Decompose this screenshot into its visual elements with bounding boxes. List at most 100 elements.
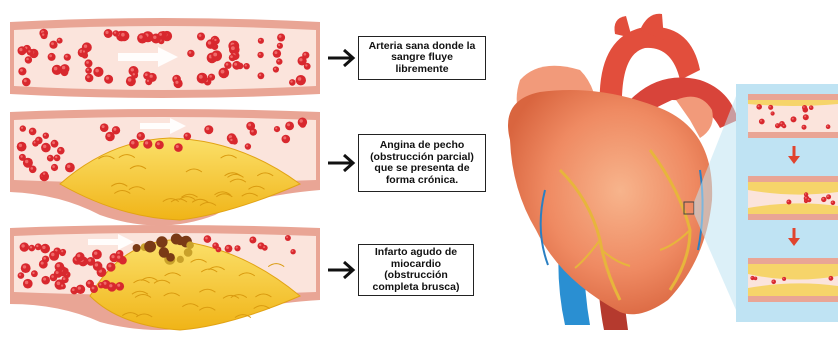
cell-highlight xyxy=(102,125,105,128)
cell-highlight xyxy=(803,106,805,108)
red-blood-cell xyxy=(768,105,773,110)
cell-highlight xyxy=(114,31,116,33)
cell-highlight xyxy=(37,138,40,141)
red-blood-cell xyxy=(197,33,205,41)
cell-highlight xyxy=(95,263,98,266)
red-blood-cell xyxy=(786,200,791,205)
cell-highlight xyxy=(214,39,216,41)
cell-highlight xyxy=(28,50,30,52)
cell-highlight xyxy=(44,134,46,136)
cell-highlight xyxy=(274,68,276,70)
cell-highlight xyxy=(54,67,58,71)
red-blood-cell xyxy=(104,75,113,84)
cell-highlight xyxy=(48,156,50,158)
red-blood-cell xyxy=(60,283,66,289)
cell-highlight xyxy=(286,236,288,238)
cell-highlight xyxy=(804,115,806,117)
red-blood-cell xyxy=(276,58,282,64)
red-blood-cell xyxy=(48,53,56,61)
red-blood-cell xyxy=(229,137,236,144)
red-blood-cell xyxy=(85,59,93,67)
red-blood-cell xyxy=(274,126,280,132)
red-blood-cell xyxy=(232,61,241,70)
cell-highlight xyxy=(131,68,134,71)
red-blood-cell xyxy=(41,32,48,39)
cell-highlight xyxy=(42,246,45,249)
cell-highlight xyxy=(783,125,785,127)
cell-highlight xyxy=(86,61,89,64)
cell-highlight xyxy=(43,278,46,281)
red-blood-cell xyxy=(174,79,183,88)
cell-highlight xyxy=(755,277,756,278)
artery-angina xyxy=(10,109,320,226)
red-blood-cell xyxy=(782,277,786,281)
cell-highlight xyxy=(274,51,277,54)
cell-highlight xyxy=(832,201,834,203)
zoom-vessel-blocked xyxy=(748,258,838,302)
red-blood-cell xyxy=(831,201,836,206)
cell-highlight xyxy=(205,237,208,240)
cell-highlight xyxy=(25,281,28,284)
red-blood-cell xyxy=(49,41,57,49)
cell-highlight xyxy=(105,31,108,34)
red-blood-cell xyxy=(35,137,43,145)
cell-highlight xyxy=(51,42,54,45)
red-blood-cell xyxy=(211,50,222,61)
cell-highlight xyxy=(176,145,179,148)
cell-highlight xyxy=(30,129,33,132)
zoom-panel xyxy=(736,84,838,322)
label-healthy-text: Arteria sana donde la sangre fluye libre… xyxy=(369,41,476,76)
red-blood-cell xyxy=(137,33,147,43)
cell-highlight xyxy=(61,250,63,252)
red-blood-cell xyxy=(803,114,809,120)
red-blood-cell xyxy=(106,262,115,271)
red-blood-cell xyxy=(759,119,765,125)
cell-highlight xyxy=(305,64,307,66)
heart-illustration xyxy=(508,14,738,330)
red-blood-cell xyxy=(750,276,754,280)
clot-particle xyxy=(184,248,193,257)
cell-highlight xyxy=(808,199,810,201)
cell-highlight xyxy=(805,193,807,195)
cell-highlight xyxy=(77,254,80,257)
cell-highlight xyxy=(139,35,143,39)
artery-healthy xyxy=(10,18,320,98)
cell-highlight xyxy=(111,255,114,258)
label-healthy-artery: Arteria sana donde la sangre fluye libre… xyxy=(358,36,486,80)
cell-highlight xyxy=(230,55,233,58)
red-blood-cell xyxy=(246,122,255,131)
cell-highlight xyxy=(138,134,141,137)
red-blood-cell xyxy=(285,122,294,131)
red-blood-cell xyxy=(31,270,38,277)
arrow-infarction-icon xyxy=(328,262,353,278)
cell-highlight xyxy=(83,50,85,52)
cell-highlight xyxy=(61,285,63,287)
cell-highlight xyxy=(20,155,22,157)
red-blood-cell xyxy=(100,123,109,132)
artery-infarction xyxy=(10,225,320,330)
cell-highlight xyxy=(113,128,116,131)
cell-highlight xyxy=(226,63,229,66)
red-blood-cell xyxy=(304,63,311,70)
red-blood-cell xyxy=(225,245,233,253)
red-blood-cell xyxy=(104,29,113,38)
cell-highlight xyxy=(25,160,28,163)
cell-highlight xyxy=(758,105,760,107)
clot-particle xyxy=(144,241,156,253)
label-infarction: Infarto agudo de miocardio (obstrucción … xyxy=(358,244,474,296)
cell-highlight xyxy=(278,44,280,46)
cell-highlight xyxy=(58,39,60,41)
cell-highlight xyxy=(185,134,188,137)
red-blood-cell xyxy=(204,235,212,243)
cell-highlight xyxy=(157,142,160,145)
cell-highlight xyxy=(304,53,307,56)
cell-highlight xyxy=(87,75,90,78)
cell-highlight xyxy=(108,264,111,267)
cell-highlight xyxy=(153,36,156,39)
cell-highlight xyxy=(283,136,286,139)
cell-highlight xyxy=(21,127,23,129)
cell-highlight xyxy=(214,244,216,246)
red-blood-cell xyxy=(155,141,164,150)
cell-highlight xyxy=(246,145,248,147)
